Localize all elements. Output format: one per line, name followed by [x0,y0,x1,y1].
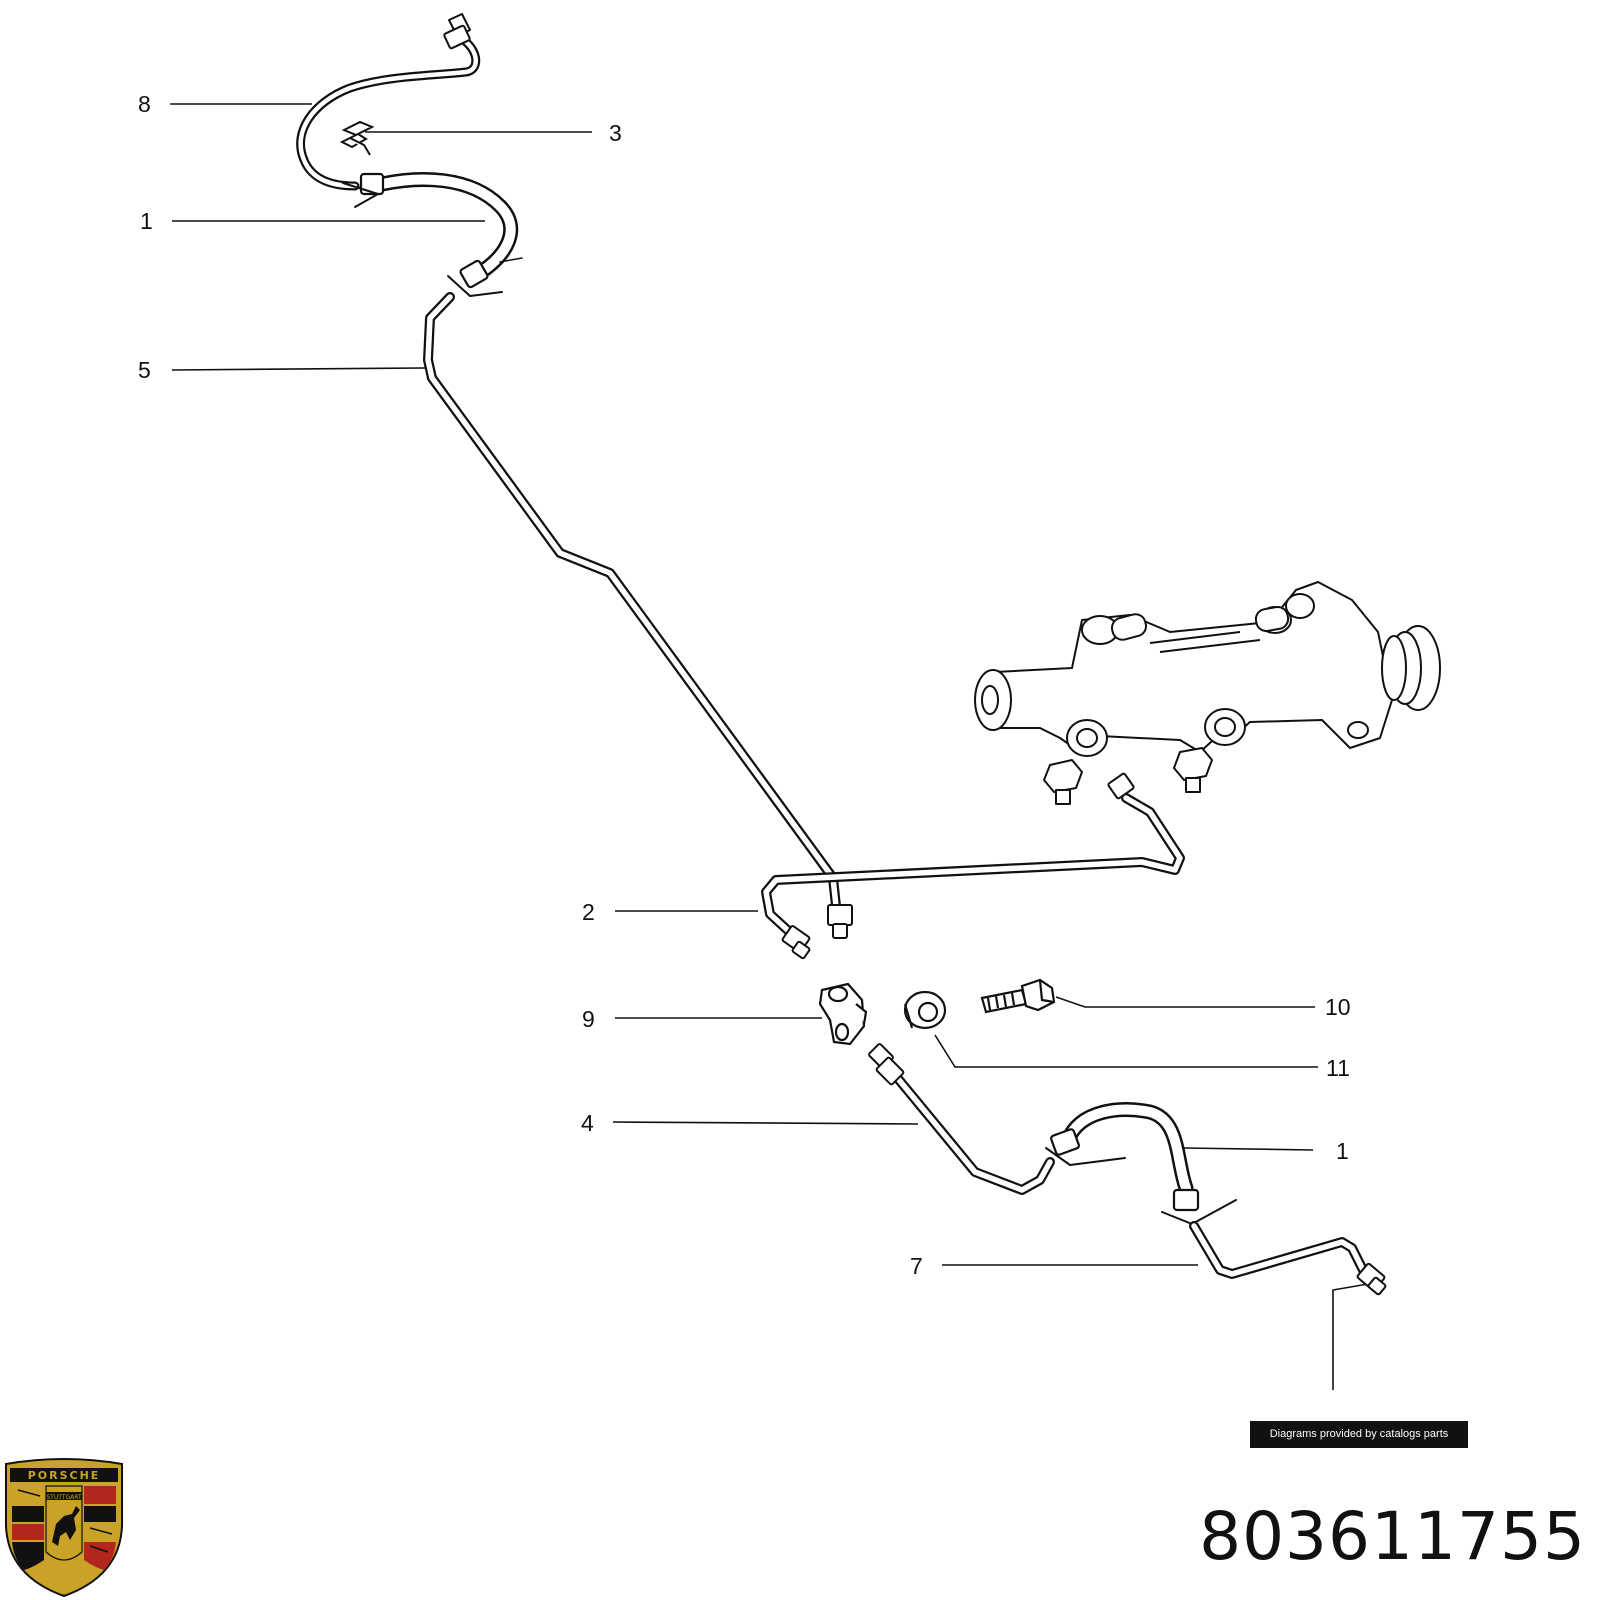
callout-9: 9 [582,1006,595,1032]
callout-4: 4 [581,1110,594,1136]
brake-line-7 [1189,1221,1387,1296]
bolt-10 [980,978,1056,1014]
brake-line-4 [868,1043,1055,1195]
brake-line-5 [423,292,841,911]
callout-2: 2 [582,899,595,925]
brake-line-2 [761,772,1185,960]
retaining-clip-3 [339,120,375,156]
brake-hose-8 [296,13,481,191]
callout-8: 8 [138,91,151,117]
master-cylinder [974,581,1441,805]
brake-hose-1-upper [342,171,523,297]
svg-text:STUTTGART: STUTTGART [46,1494,82,1501]
diagram-credit-label: Diagrams provided by catalogs parts [1250,1421,1468,1448]
callout-5: 5 [138,357,151,383]
part-number: 803611755 [1199,1498,1586,1575]
leader-lines [170,103,1369,1390]
callout-10: 10 [1325,994,1351,1020]
washer-11 [903,990,947,1030]
tee-junction-9 [818,982,868,1046]
callout-3: 3 [609,120,622,146]
brake-hose-1-lower [1045,1102,1237,1225]
porsche-crest-icon: PORSCHE STUTTGART [5,1458,123,1598]
callout-labels: 8 3 1 5 2 9 10 11 4 1 7 [138,91,1351,1279]
callout-1-top: 1 [140,208,153,234]
callout-11: 11 [1326,1055,1350,1081]
callout-7: 7 [910,1253,923,1279]
svg-text:PORSCHE: PORSCHE [28,1469,101,1482]
callout-1-bottom: 1 [1336,1138,1349,1164]
